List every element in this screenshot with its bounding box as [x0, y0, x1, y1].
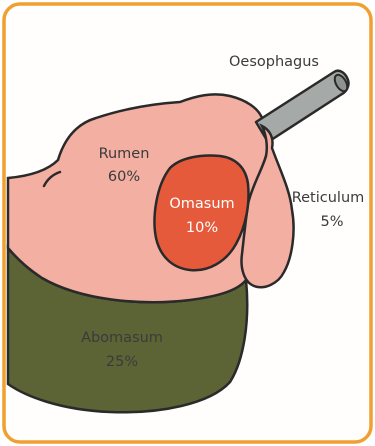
reticulum-percentage: 5%	[320, 214, 343, 230]
oesophagus-label: Oesophagus	[229, 54, 319, 70]
rumen-label: Rumen	[99, 146, 150, 162]
omasum-percentage: 10%	[186, 220, 218, 236]
reticulum-label: Reticulum	[292, 190, 365, 206]
abomasum-label: Abomasum	[81, 330, 163, 346]
abomasum-percentage: 25%	[106, 354, 138, 370]
rumen-percentage: 60%	[108, 169, 140, 185]
omasum-label: Omasum	[169, 196, 234, 212]
